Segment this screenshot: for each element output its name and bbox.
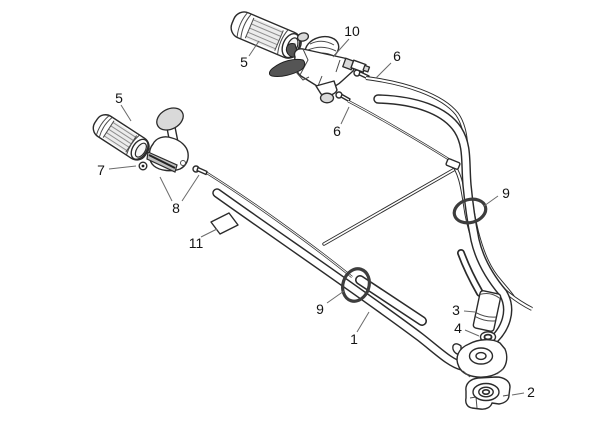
grip-left xyxy=(92,114,150,161)
gear-shift-lever xyxy=(146,107,189,173)
leader-handlebar xyxy=(356,311,370,333)
callout-shifter: 8 xyxy=(172,200,180,216)
leader-cable-lower xyxy=(340,106,350,125)
callout-washer: 4 xyxy=(454,320,462,336)
bottom-knob xyxy=(319,92,335,104)
cable-adjuster-tip xyxy=(362,64,371,73)
callout-grip-top: 5 xyxy=(240,54,248,70)
callout-clamp-right: 9 xyxy=(502,185,510,201)
callout-handlebar: 1 xyxy=(350,331,358,347)
leader-shifter-b xyxy=(181,174,200,202)
callout-cable-upper: 6 xyxy=(393,48,401,64)
callout-cable-lower: 6 xyxy=(333,123,341,139)
callout-spacer: 3 xyxy=(452,302,460,318)
leader-grip-left xyxy=(120,104,132,122)
callout-throttle: 10 xyxy=(344,23,360,39)
callout-bracket: 2 xyxy=(527,384,535,400)
callout-clamp-lower: 9 xyxy=(316,301,324,317)
cable-clamp-lower xyxy=(341,267,371,303)
leader-grip-top xyxy=(248,40,260,57)
spacer-sleeve xyxy=(472,290,502,332)
leader-throttle xyxy=(332,38,350,58)
leader-spacer xyxy=(463,310,476,313)
callout-screw: 7 xyxy=(97,162,105,178)
handlebar-mount xyxy=(452,339,508,378)
screw-grommet xyxy=(138,161,148,171)
cable-guide-tab xyxy=(445,158,461,170)
leader-shifter-a xyxy=(159,176,173,202)
leader-clamp-right xyxy=(483,195,499,207)
gear-cable xyxy=(192,165,353,278)
leader-clamp-lower xyxy=(326,290,345,304)
cable-clamp-right xyxy=(452,197,488,225)
leader-sticker xyxy=(200,228,218,238)
leader-screw xyxy=(108,165,137,170)
callout-sticker: 11 xyxy=(188,235,204,251)
leader-cable-upper xyxy=(375,62,392,79)
leader-bracket xyxy=(511,392,525,396)
barrel-cap xyxy=(296,32,310,42)
mount-bracket xyxy=(465,376,511,410)
callout-grip-left: 5 xyxy=(115,90,123,106)
lever-knob xyxy=(156,107,184,131)
handlebar-tube-left xyxy=(212,188,467,371)
cable-end-ferrule xyxy=(196,166,208,176)
throttle-cable-upper xyxy=(353,69,515,299)
cross-brace xyxy=(322,167,457,246)
leader-washer xyxy=(464,329,480,337)
throttle-control-assembly xyxy=(269,32,371,104)
callout-leader-lines xyxy=(108,38,525,396)
decal-sticker xyxy=(210,212,239,235)
wire-loop xyxy=(457,249,484,297)
